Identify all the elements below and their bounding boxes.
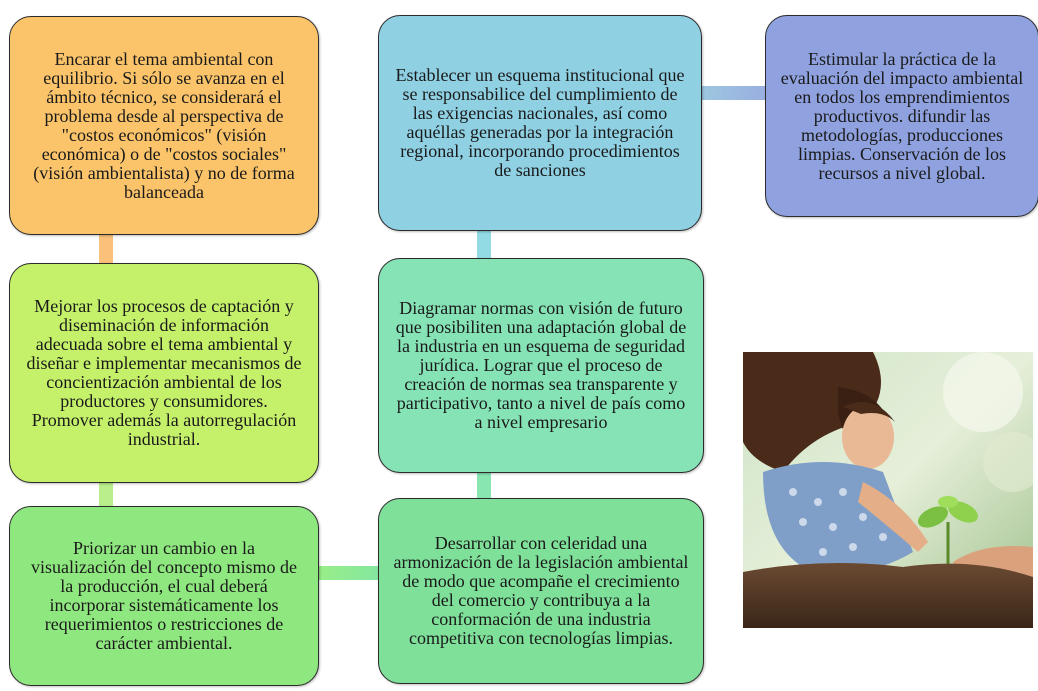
step-4-box: Desarrollar con celeridad una armonizaci…: [378, 498, 704, 684]
child-planting-photo: [743, 352, 1033, 628]
connector-1-2: [99, 234, 113, 264]
step-3-box: Priorizar un cambio en la visualización …: [9, 506, 319, 686]
photo-illustration: [743, 352, 1033, 628]
connector-2-3: [99, 482, 113, 508]
step-5-box: Diagramar normas con visión de futuro qu…: [378, 258, 704, 473]
step-2-box: Mejorar los procesos de captación y dise…: [9, 263, 319, 483]
step-1-text: Encarar el tema ambiental con equilibrio…: [33, 48, 295, 202]
connector-5-6: [477, 230, 491, 260]
step-4-text: Desarrollar con celeridad una armonizaci…: [393, 533, 689, 648]
step-6-text: Establecer un esquema institucional que …: [395, 65, 685, 180]
connector-4-5: [477, 472, 491, 500]
step-5-text: Diagramar normas con visión de futuro qu…: [395, 298, 687, 432]
step-3-text: Priorizar un cambio en la visualización …: [31, 538, 297, 653]
connector-6-7: [700, 86, 766, 100]
step-1-box: Encarar el tema ambiental con equilibrio…: [9, 16, 319, 235]
step-7-text: Estimular la práctica de la evaluación d…: [780, 48, 1024, 183]
connector-3-4: [318, 566, 380, 580]
step-7-box: Estimular la práctica de la evaluación d…: [765, 15, 1038, 217]
step-6-box: Establecer un esquema institucional que …: [378, 15, 702, 231]
step-2-text: Mejorar los procesos de captación y dise…: [26, 296, 302, 449]
